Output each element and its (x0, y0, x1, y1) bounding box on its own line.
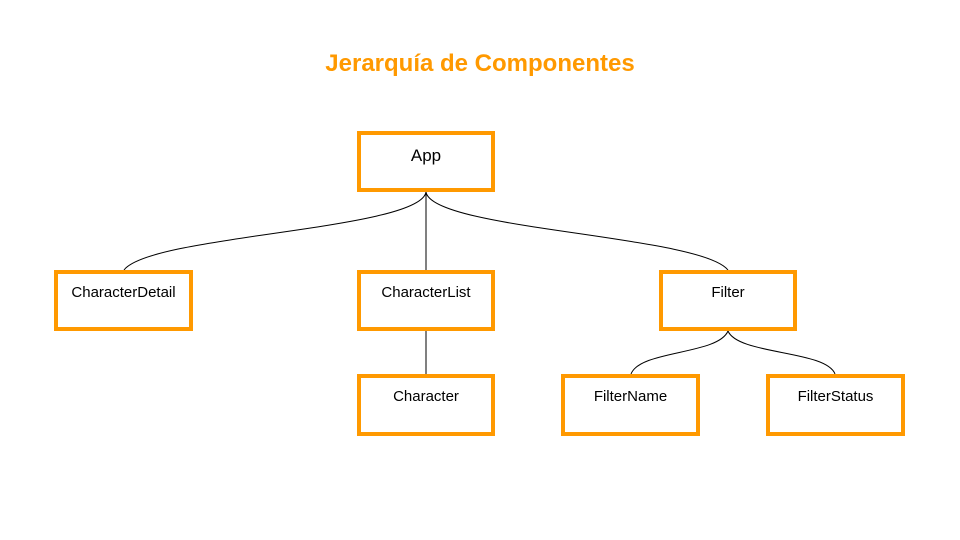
edge-filter-filterstatus (727, 330, 836, 375)
node-character: Character (357, 374, 495, 436)
node-character-list: CharacterList (357, 270, 495, 331)
edge-app-filter (425, 191, 729, 271)
diagram-title: Jerarquía de Componentes (325, 50, 635, 77)
edge-app-characterdetail (123, 191, 427, 271)
node-filter: Filter (659, 270, 797, 331)
node-character-detail: CharacterDetail (54, 270, 193, 331)
node-filter-status: FilterStatus (766, 374, 905, 436)
edge-filter-filtername (630, 330, 729, 375)
node-filter-name: FilterName (561, 374, 700, 436)
node-app: App (357, 131, 495, 192)
